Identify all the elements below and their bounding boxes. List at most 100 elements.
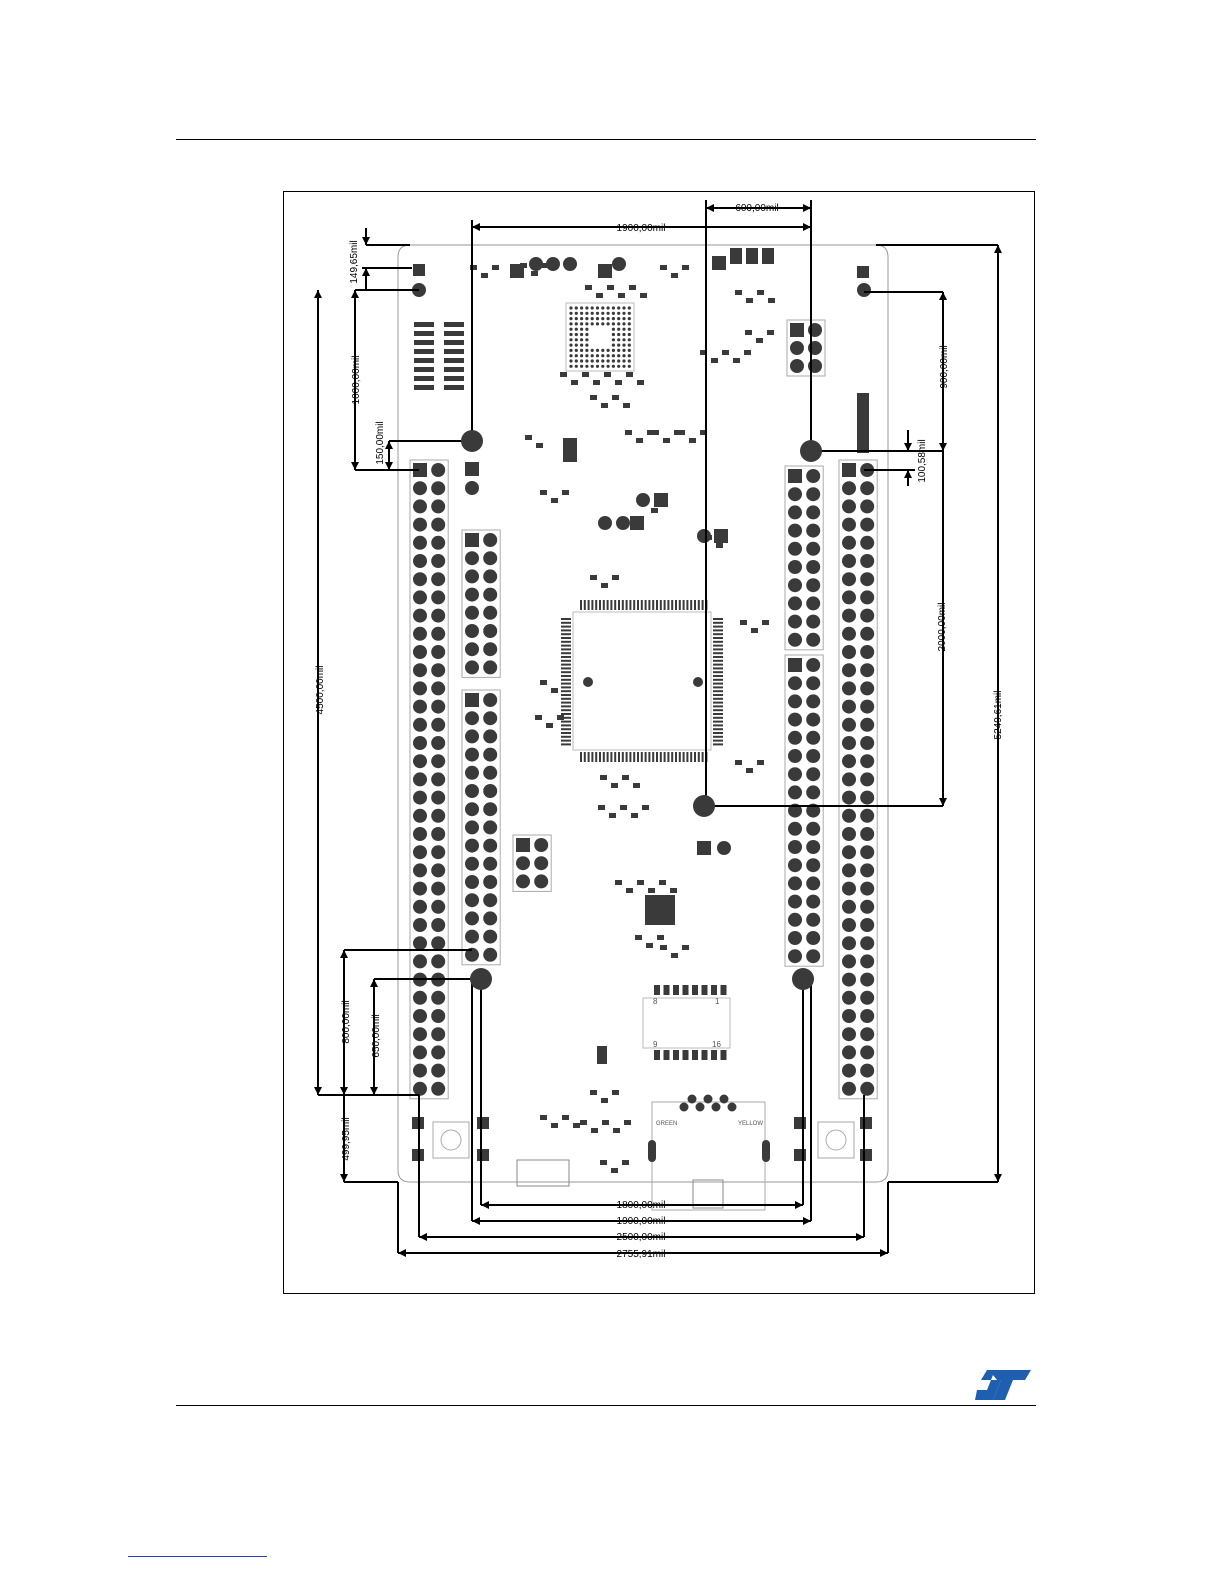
smd-part bbox=[612, 1090, 619, 1095]
qfp-pin bbox=[713, 656, 723, 658]
dim-left-150: 150,00mil bbox=[375, 421, 386, 464]
smd-part bbox=[663, 438, 670, 443]
button-pad bbox=[477, 1149, 489, 1161]
header-pad bbox=[788, 749, 802, 763]
smd-part bbox=[682, 265, 689, 270]
soic-pin bbox=[414, 358, 434, 363]
header-pad bbox=[431, 645, 445, 659]
qfp-pin bbox=[610, 752, 612, 762]
header-pad bbox=[860, 1027, 874, 1041]
footer-link-underline[interactable] bbox=[128, 1556, 267, 1557]
chip-pin bbox=[711, 1050, 717, 1060]
qfp-pin bbox=[561, 732, 571, 734]
qfp-pin bbox=[599, 752, 601, 762]
header-pad bbox=[860, 791, 874, 805]
chip-pin bbox=[711, 985, 717, 995]
qfp-pin bbox=[690, 752, 692, 762]
bga-ball bbox=[575, 312, 578, 315]
bga-ball bbox=[628, 317, 631, 320]
header-pad bbox=[431, 499, 445, 513]
header-pad bbox=[483, 569, 497, 583]
header-pad bbox=[806, 895, 820, 909]
smd-part bbox=[671, 273, 678, 278]
qfp-pin bbox=[561, 683, 571, 685]
chip-pin bbox=[673, 1050, 679, 1060]
header-pad bbox=[413, 1045, 427, 1059]
qfp-pin bbox=[561, 690, 571, 692]
smd-part bbox=[585, 285, 592, 290]
smd-part bbox=[637, 880, 644, 885]
header-pad bbox=[431, 663, 445, 677]
header-pad bbox=[630, 516, 644, 530]
smd-part bbox=[746, 768, 753, 773]
bga-ball bbox=[607, 312, 610, 315]
connector-pin bbox=[688, 1095, 697, 1104]
soic-pin bbox=[444, 385, 464, 390]
qfp-pin bbox=[561, 736, 571, 738]
qfp-pin bbox=[713, 626, 723, 628]
header-pad bbox=[806, 949, 820, 963]
header-pad bbox=[431, 954, 445, 968]
qfp-pin bbox=[660, 600, 662, 610]
header-pad bbox=[842, 845, 856, 859]
bga-ball bbox=[607, 349, 610, 352]
qfp-pin bbox=[671, 600, 673, 610]
header-pad bbox=[806, 694, 820, 708]
qfp-pin bbox=[561, 652, 571, 654]
header-pad bbox=[534, 856, 548, 870]
bga-ball bbox=[585, 333, 588, 336]
qfp-pin bbox=[713, 679, 723, 681]
qfp-pin bbox=[603, 752, 605, 762]
dim-arrow bbox=[939, 292, 947, 300]
connector-pin bbox=[728, 1103, 737, 1112]
header-pad bbox=[483, 606, 497, 620]
header-pad bbox=[788, 858, 802, 872]
smd-part bbox=[540, 680, 547, 685]
qfp-pin bbox=[561, 633, 571, 635]
header-pad bbox=[465, 748, 479, 762]
qfp-pin bbox=[626, 752, 628, 762]
qfp-pin bbox=[713, 633, 723, 635]
smd-part bbox=[563, 438, 577, 462]
smd-part bbox=[657, 935, 664, 940]
header-pad bbox=[413, 991, 427, 1005]
smd-part bbox=[751, 628, 758, 633]
bga-ball bbox=[607, 359, 610, 362]
bga-ball bbox=[607, 306, 610, 309]
dim-arrow bbox=[340, 950, 348, 958]
header-pad bbox=[413, 609, 427, 623]
qfp-pin bbox=[618, 600, 620, 610]
qfp-pin bbox=[561, 660, 571, 662]
smd-part bbox=[740, 620, 747, 625]
mounting-hole bbox=[470, 968, 492, 990]
smd-part bbox=[551, 688, 558, 693]
bga-ball bbox=[580, 344, 583, 347]
bga-ball bbox=[596, 365, 599, 368]
header-pad bbox=[788, 469, 802, 483]
smd-part bbox=[623, 403, 630, 408]
smd-part bbox=[689, 438, 696, 443]
smd-part bbox=[600, 1160, 607, 1165]
bga-ball bbox=[601, 365, 604, 368]
smd-part bbox=[580, 1120, 587, 1125]
header-pad bbox=[413, 918, 427, 932]
bga-ball bbox=[617, 328, 620, 331]
smd-part bbox=[622, 775, 629, 780]
bga-ball bbox=[622, 344, 625, 347]
bga-ball bbox=[585, 317, 588, 320]
header-pad bbox=[431, 518, 445, 532]
qfp-pin bbox=[584, 600, 586, 610]
bga-ball bbox=[569, 359, 572, 362]
header-pad bbox=[465, 930, 479, 944]
qfp-pin bbox=[675, 600, 677, 610]
qfp-pin bbox=[667, 600, 669, 610]
bga-ball bbox=[617, 306, 620, 309]
bga-ball bbox=[591, 349, 594, 352]
bga-ball bbox=[612, 322, 615, 325]
qfp-pin bbox=[561, 686, 571, 688]
bga-ball bbox=[575, 328, 578, 331]
header-pad bbox=[431, 900, 445, 914]
qfp-pin bbox=[610, 600, 612, 610]
dim-left-4500: 4500,00mil bbox=[315, 666, 326, 715]
dim-bottom-2755: 2755,91mil bbox=[617, 1249, 666, 1260]
